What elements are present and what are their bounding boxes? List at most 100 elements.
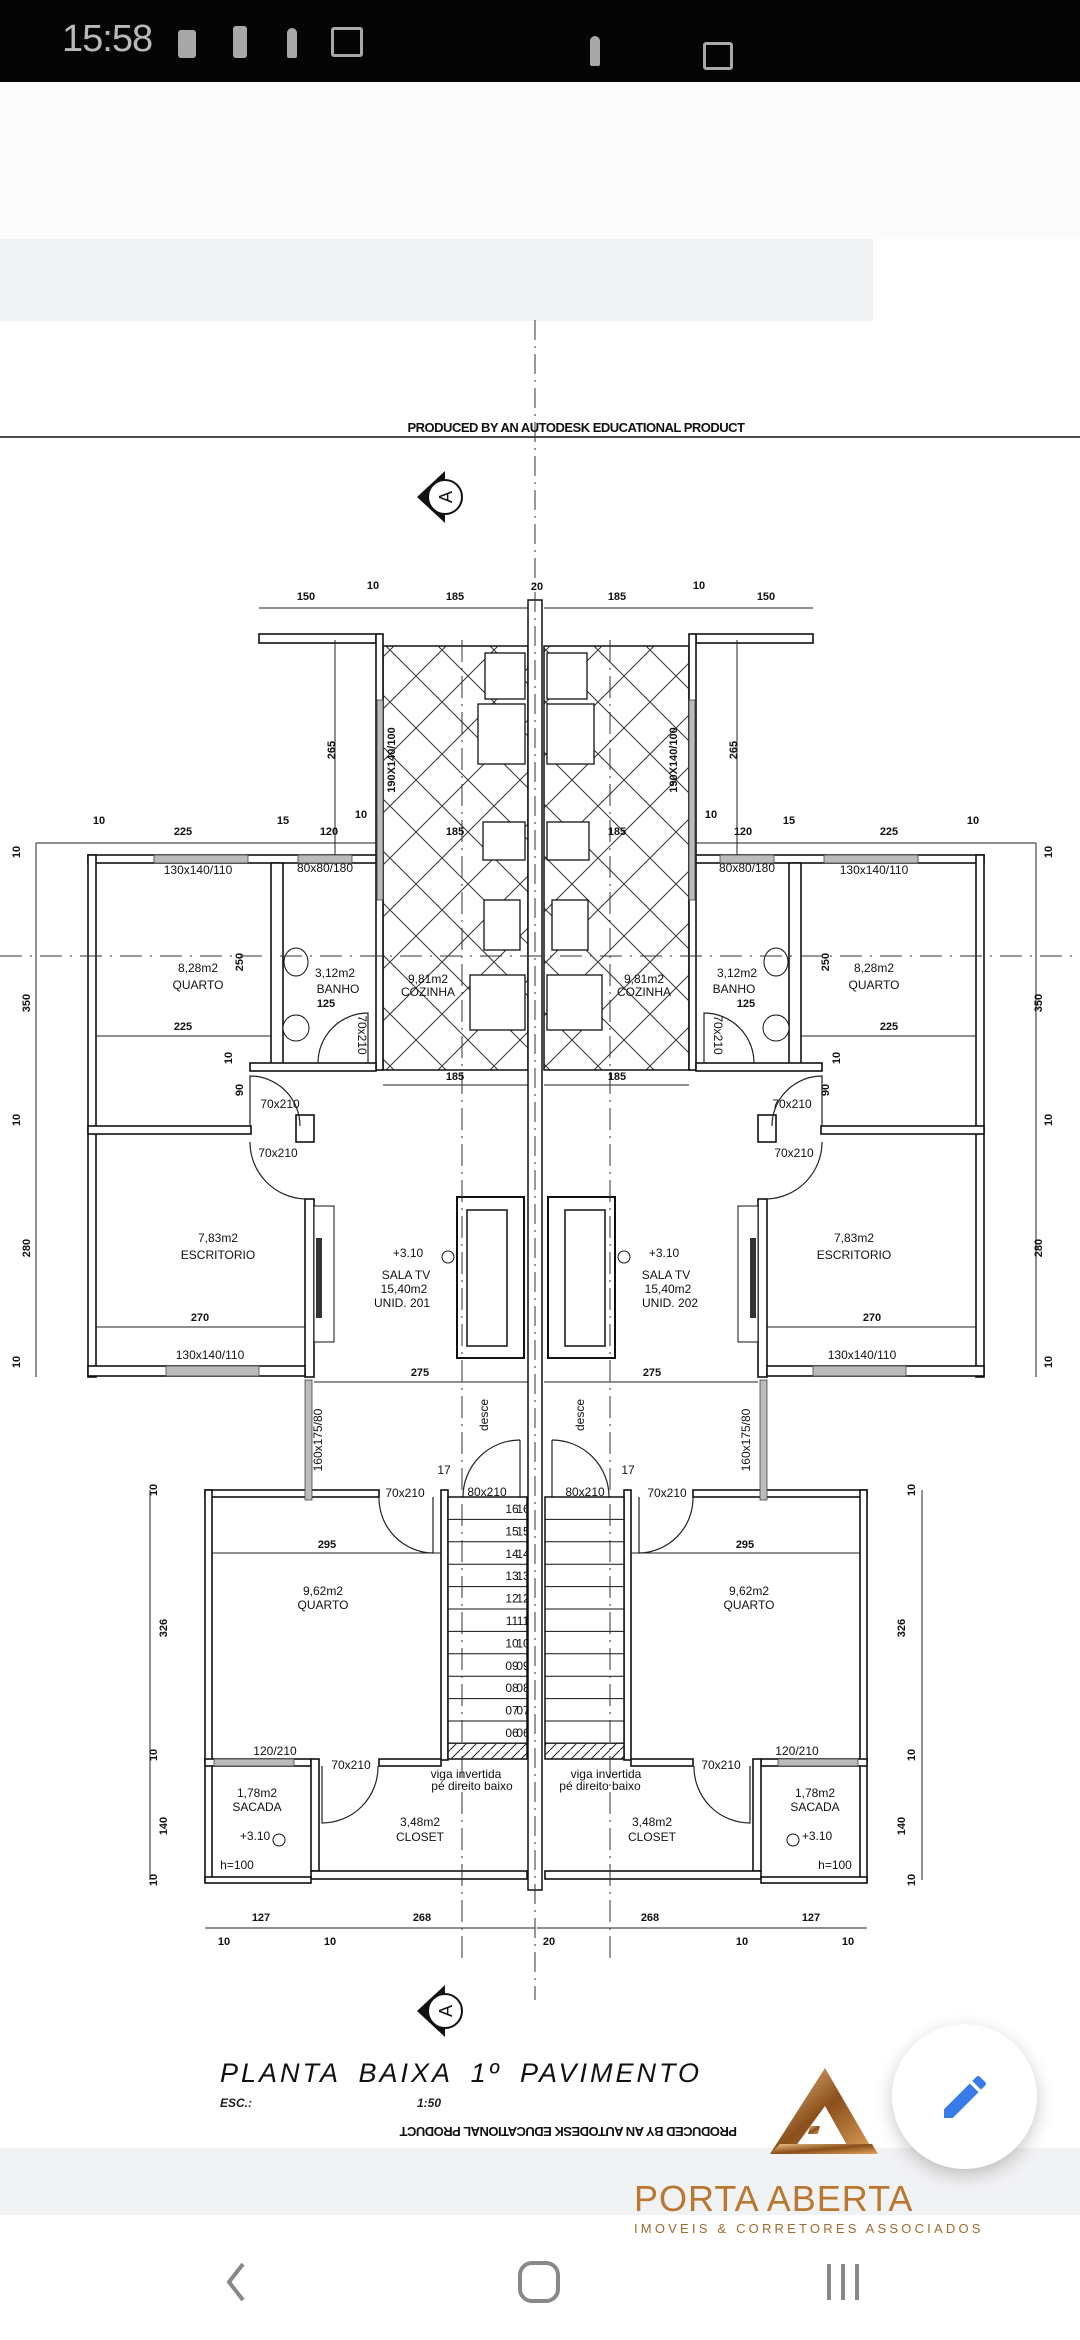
- room-label: ESCRITORIO: [181, 1248, 255, 1262]
- room-label: 130x140/110: [176, 1348, 245, 1362]
- room-label: 8,28m2: [178, 961, 218, 975]
- bathroom-bottom-wall: [249, 1062, 377, 1072]
- window: [812, 1365, 907, 1377]
- balcony-closet-wall: [310, 1758, 320, 1872]
- bedroom-divider-wall: [820, 1125, 985, 1135]
- dimension-label: 185: [608, 826, 626, 838]
- sofa-seat: [564, 1209, 606, 1347]
- dimension-label: 20: [543, 1936, 555, 1948]
- room-label: CLOSET: [396, 1830, 445, 1844]
- stair-step-number: 15: [516, 1524, 530, 1538]
- stair-step-number: 08: [505, 1681, 519, 1695]
- room-label: 130x140/110: [840, 863, 909, 877]
- dimension-label: 140: [158, 1817, 170, 1835]
- home-button[interactable]: [504, 2257, 574, 2307]
- closet-north-wall: [378, 1758, 442, 1767]
- window: [688, 699, 696, 901]
- room-label: h=100: [220, 1858, 254, 1872]
- door-swing: [249, 1075, 301, 1127]
- room-label: 70x210: [711, 1015, 725, 1055]
- section-circle: [427, 1993, 463, 2029]
- dimension-label: 295: [318, 1539, 336, 1551]
- staircase: [447, 1496, 528, 1760]
- dimension-label: 90: [820, 1084, 832, 1096]
- stair-step-number: 12: [505, 1592, 519, 1606]
- section-circle: [427, 479, 463, 515]
- dimension-label: 190X140/100: [386, 727, 398, 792]
- image-icon: [703, 42, 733, 70]
- room-label: 1,78m2: [795, 1786, 835, 1800]
- section-marker-icon: A: [417, 1985, 463, 2037]
- dimension-label: 120: [320, 826, 338, 838]
- table-fixture: [469, 974, 526, 1031]
- stair-step-number: 16: [505, 1502, 519, 1516]
- dimension-label: 90: [234, 1084, 246, 1096]
- sofa-icon: [547, 1196, 616, 1359]
- room-label: desce: [573, 1399, 587, 1431]
- dimension-label: 270: [191, 1312, 209, 1324]
- dimension-label: 15: [277, 815, 289, 827]
- door-swing: [321, 1765, 379, 1824]
- parapet-wall: [695, 633, 814, 644]
- back-button[interactable]: [201, 2257, 271, 2307]
- closet-north-wall: [630, 1758, 694, 1767]
- stove-icon: [546, 821, 590, 861]
- app-toolbar-area: [0, 82, 1080, 239]
- window: [823, 854, 919, 864]
- tv-icon: [316, 1238, 322, 1318]
- dimension-label: 10: [218, 1936, 230, 1948]
- room-label: SACADA: [232, 1800, 281, 1814]
- stair-step-number: 16: [516, 1502, 530, 1516]
- room-label: 70x210: [701, 1758, 741, 1772]
- pencil-icon: [943, 2075, 986, 2118]
- level-marker-icon: [617, 1250, 631, 1264]
- level-marker-icon: [441, 1250, 455, 1264]
- room-label: 130x140/110: [828, 1348, 897, 1362]
- bathroom-wall: [788, 862, 802, 1071]
- image-icon: [331, 27, 363, 57]
- navigation-bar: [0, 2215, 1080, 2340]
- dimension-label: 185: [446, 1071, 464, 1083]
- window: [153, 854, 249, 864]
- lower-west-wall: [859, 1489, 868, 1881]
- dimension-label: 350: [21, 994, 33, 1012]
- stair-step-number: 07: [516, 1704, 530, 1718]
- dimension-label: 10: [906, 1874, 918, 1886]
- dimension-label: 10: [148, 1874, 160, 1886]
- door-swing: [771, 1075, 823, 1127]
- room-label: 15,40m2: [645, 1282, 692, 1296]
- room-label: BANHO: [317, 982, 360, 996]
- lower-north-wall: [692, 1489, 868, 1498]
- room-label: 17: [437, 1463, 451, 1477]
- level-marker-icon: [272, 1833, 286, 1847]
- scale-value: 1:50: [417, 2096, 442, 2110]
- room-label: 130x140/110: [164, 863, 233, 877]
- dimension-label: 225: [880, 826, 898, 838]
- room-label: 120/210: [253, 1744, 297, 1758]
- washbasin-icon: [282, 1014, 310, 1042]
- room-label: 80x80/180: [297, 861, 353, 875]
- dimension-label: 268: [413, 1912, 431, 1924]
- dimension-label: 10: [906, 1484, 918, 1496]
- room-label: viga invertida: [571, 1767, 642, 1781]
- recents-button[interactable]: [808, 2257, 878, 2307]
- stair-step-number: 11: [517, 1614, 530, 1628]
- dimension-label: 185: [608, 591, 626, 603]
- office-east-wall: [304, 1198, 315, 1378]
- fridge-fixture: [546, 703, 595, 765]
- edit-button[interactable]: [892, 2024, 1037, 2169]
- dimension-label: 225: [174, 826, 192, 838]
- room-label: 9,62m2: [729, 1584, 769, 1598]
- dimension-label: 20: [531, 581, 543, 593]
- room-label: CLOSET: [628, 1830, 677, 1844]
- dimension-label: 185: [446, 826, 464, 838]
- parapet-wall: [258, 633, 377, 644]
- stair-step-number: 07: [505, 1704, 519, 1718]
- dimension-label: 250: [820, 953, 832, 971]
- door-swing: [703, 1012, 755, 1064]
- bedroom-divider-wall: [87, 1125, 252, 1135]
- window: [719, 854, 775, 864]
- west-wall: [87, 854, 97, 1378]
- dimension-label: 190X140/100: [668, 727, 680, 792]
- closet-south-wall: [310, 1870, 528, 1880]
